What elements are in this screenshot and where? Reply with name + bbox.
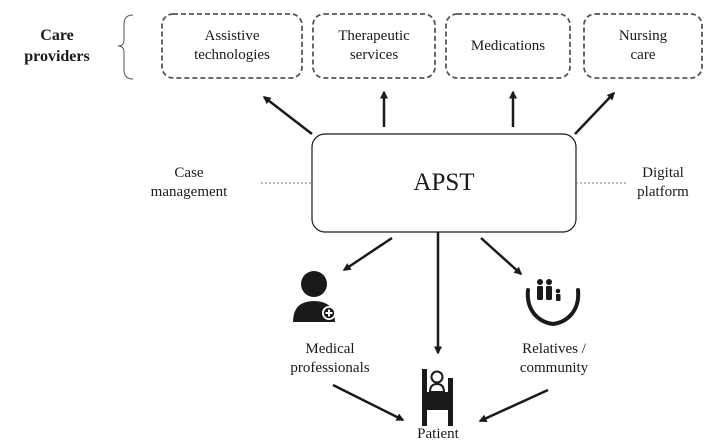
arrow-relatives-to-patient <box>478 388 549 423</box>
care-providers-label: Care providers <box>24 27 90 65</box>
care-providers-bracket <box>117 14 134 80</box>
medical-professionals-label: Medical professionals <box>290 341 370 376</box>
provider-label-therapeutic-services: Therapeutic services <box>338 28 410 63</box>
patient-bed-icon <box>422 369 453 426</box>
arrow-medical-to-patient <box>332 383 405 422</box>
provider-label-assistive-technologies: Assistive technologies <box>194 28 270 63</box>
provider-box-therapeutic-services <box>312 13 436 79</box>
patient-label: Patient <box>417 426 459 442</box>
arrow-to-nursing-care <box>574 91 616 135</box>
apst-label: APST <box>413 169 475 196</box>
arrow-to-assistive-technologies <box>262 96 313 135</box>
digital-platform-label: Digital platform <box>637 165 689 200</box>
arrow-to-medical-professionals <box>342 236 393 272</box>
relatives-community-label: Relatives / community <box>519 341 589 376</box>
arrow-to-relatives-community <box>480 237 523 276</box>
doctor-icon <box>293 271 336 322</box>
case-management-label: Case management <box>150 165 228 200</box>
provider-box-nursing-care <box>583 13 703 79</box>
provider-box-medications <box>445 13 571 79</box>
provider-label-medications: Medications <box>470 37 546 54</box>
family-hands-icon <box>525 279 581 327</box>
provider-box-assistive-technologies <box>161 13 303 79</box>
provider-label-nursing-care: Nursing care <box>618 28 668 63</box>
